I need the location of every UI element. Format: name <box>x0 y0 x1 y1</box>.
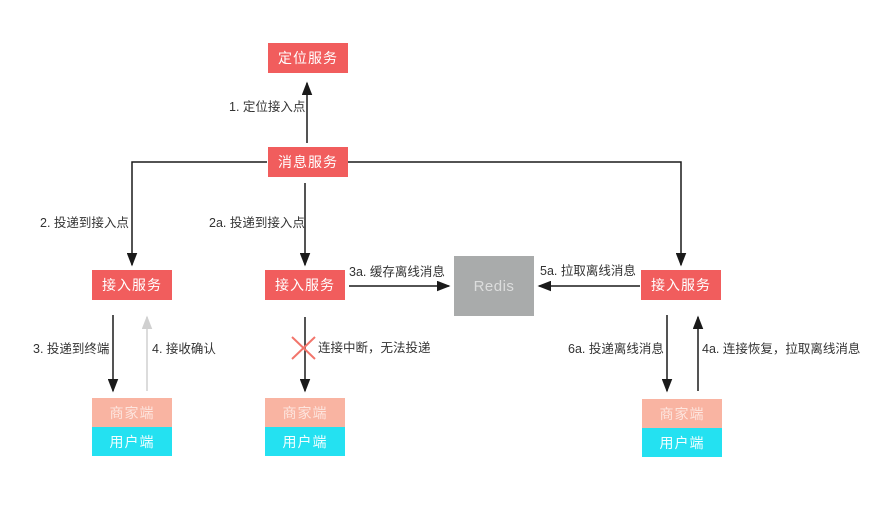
user-client-left: 用户端 <box>92 427 172 456</box>
merchant-client-right: 商家端 <box>642 399 722 428</box>
node-access-service-left: 接入服务 <box>92 270 172 300</box>
edge-label-connection-broken: 连接中断，无法投递 <box>318 341 431 355</box>
merchant-client-mid: 商家端 <box>265 398 345 427</box>
edge-label-deliver-left: 2. 投递到接入点 <box>40 216 129 230</box>
edge-label-ack: 4. 接收确认 <box>152 342 216 356</box>
user-client-right: 用户端 <box>642 428 722 457</box>
node-terminal-mid: 商家端 用户端 <box>265 398 345 456</box>
arrow-deliver-right-branch <box>348 161 687 267</box>
node-locator-service: 定位服务 <box>268 43 348 73</box>
edge-label-deliver-mid: 2a. 投递到接入点 <box>209 216 305 230</box>
cross-icon <box>291 336 316 360</box>
node-terminal-left: 商家端 用户端 <box>92 398 172 456</box>
merchant-client-left: 商家端 <box>92 398 172 427</box>
arrow-deliver-left <box>126 161 267 267</box>
user-client-mid: 用户端 <box>265 427 345 456</box>
node-redis: Redis <box>454 256 534 316</box>
edge-label-reconnect-pull: 4a. 连接恢复，拉取离线消息 <box>702 342 861 356</box>
edge-label-deliver-terminal: 3. 投递到终端 <box>33 342 110 356</box>
edge-label-cache-offline: 3a. 缓存离线消息 <box>349 265 445 279</box>
node-access-service-right: 接入服务 <box>641 270 721 300</box>
node-terminal-right: 商家端 用户端 <box>642 399 722 457</box>
edge-label-locate: 1. 定位接入点 <box>229 100 306 114</box>
node-access-service-mid: 接入服务 <box>265 270 345 300</box>
node-message-service: 消息服务 <box>268 147 348 177</box>
edge-label-deliver-offline: 6a. 投递离线消息 <box>568 342 664 356</box>
edge-label-pull-offline: 5a. 拉取离线消息 <box>540 264 636 278</box>
